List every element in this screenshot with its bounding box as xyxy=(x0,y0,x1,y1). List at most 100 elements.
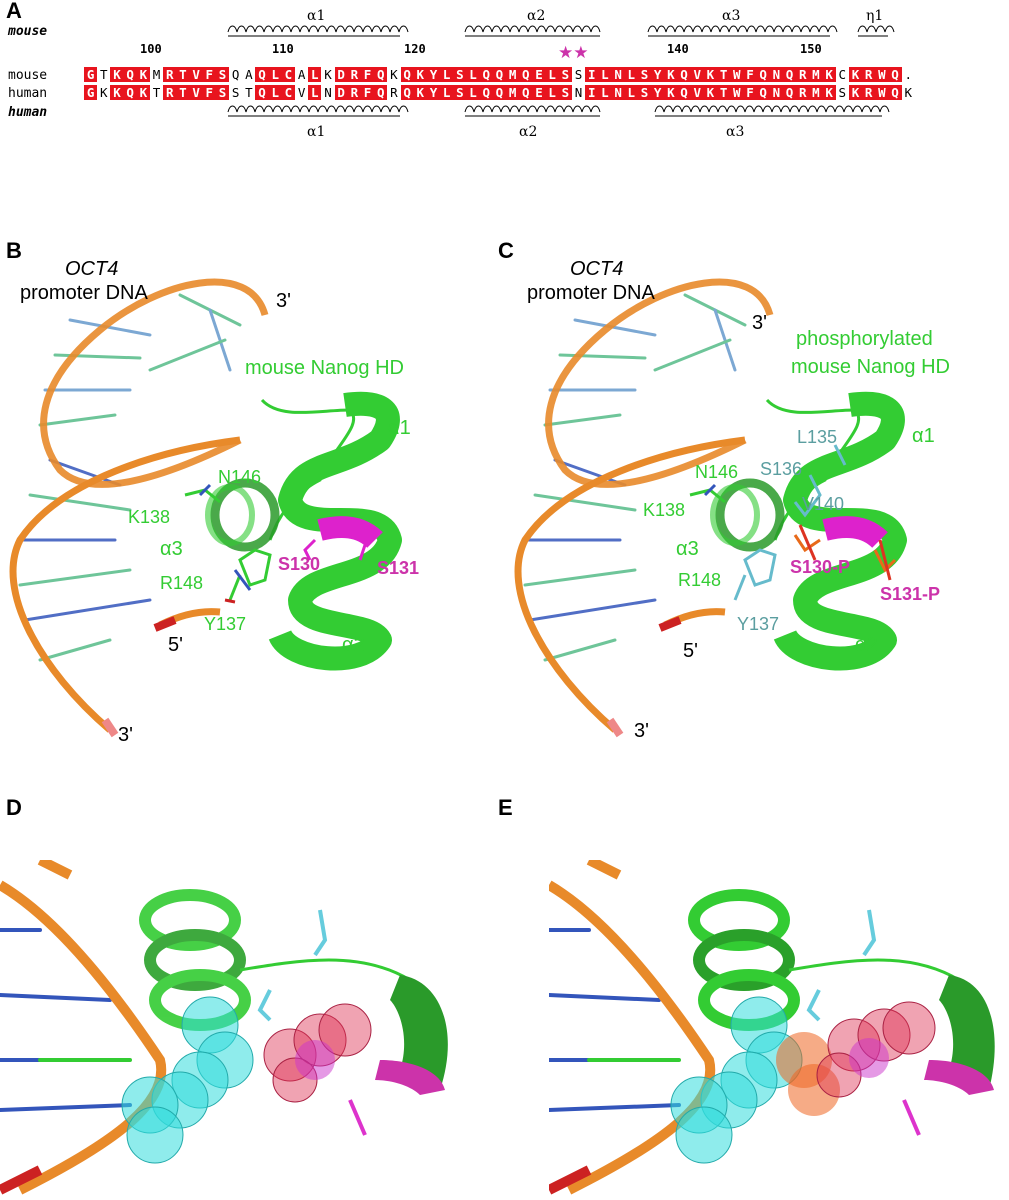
panel-label-d: D xyxy=(6,795,22,820)
bottom-ss-alpha2: α2 xyxy=(519,124,538,140)
residue: L xyxy=(545,85,559,100)
residue: M xyxy=(506,85,520,100)
residue: R xyxy=(347,85,361,100)
residue: R xyxy=(796,85,810,100)
residue: V xyxy=(690,85,704,100)
residue: S xyxy=(838,85,847,100)
panel-c-residue-r148: R148 xyxy=(678,570,722,590)
residue: F xyxy=(202,85,216,100)
residue: M xyxy=(506,67,520,82)
phospho-site-stars: ★★ xyxy=(558,43,589,62)
panel-label-a: A xyxy=(6,0,22,23)
panel-label-c: C xyxy=(498,238,514,263)
panel-label-e: E xyxy=(498,795,513,820)
panel-b-helix-alpha3: α3 xyxy=(160,538,183,560)
panel-b-dna-3prime-top: 3' xyxy=(276,290,291,312)
residue: F xyxy=(202,67,216,82)
residue-number-120: 120 xyxy=(404,42,426,56)
bottom-ss-alpha1: α1 xyxy=(307,124,326,140)
residue: W xyxy=(875,67,889,82)
residue: W xyxy=(875,85,889,100)
residue: Q xyxy=(374,67,388,82)
panel-e-structure xyxy=(549,860,995,1195)
residue: . xyxy=(904,67,912,82)
residue: K xyxy=(390,67,398,82)
panel-c-helix-alpha2: α2 xyxy=(855,634,878,656)
panel-c-helix-alpha3: α3 xyxy=(676,538,699,560)
residue: R xyxy=(862,67,876,82)
residue: S xyxy=(558,67,572,82)
residue: Q xyxy=(519,85,533,100)
panel-b-dna-3prime-bottom: 3' xyxy=(118,724,133,746)
residue: S xyxy=(453,85,467,100)
panel-c-residue-l135: L135 xyxy=(797,427,838,447)
residue: N xyxy=(611,67,625,82)
residue: W xyxy=(730,67,744,82)
residue: R xyxy=(862,85,876,100)
residue: S xyxy=(637,85,652,100)
panel-c-dna-subtitle: promoter DNA xyxy=(527,282,655,304)
panel-b-residue-k138: K138 xyxy=(128,507,171,527)
residue: S xyxy=(215,85,230,100)
residue: R xyxy=(796,67,810,82)
panel-c-residue-s130-p: S130-P xyxy=(790,557,851,577)
residue: K xyxy=(848,67,863,82)
residue: Q xyxy=(123,67,137,82)
top-ss-alpha2: α2 xyxy=(527,8,546,24)
residue: Q xyxy=(255,85,269,100)
residue: L xyxy=(624,67,638,82)
panel-c-dna-5prime: 5' xyxy=(683,640,698,662)
residue: G xyxy=(84,85,98,100)
residue: E xyxy=(532,85,546,100)
residue: V xyxy=(297,85,306,100)
panel-c-residue-v140: V140 xyxy=(802,494,845,514)
residue: D xyxy=(334,67,348,82)
residue: Q xyxy=(756,85,770,100)
panel-b-protein-label: mouse Nanog HD xyxy=(245,357,404,379)
residue: Q xyxy=(123,85,137,100)
residue: C xyxy=(281,85,295,100)
residue: M xyxy=(809,67,823,82)
residue: Q xyxy=(479,67,493,82)
residue: N xyxy=(769,67,783,82)
residue: D xyxy=(334,85,348,100)
panel-c-residue-k138: K138 xyxy=(643,500,686,520)
residue: L xyxy=(545,67,559,82)
residue: T xyxy=(717,67,731,82)
residue: Q xyxy=(519,67,533,82)
residue: A xyxy=(245,67,253,82)
panel-b-dna-5prime: 5' xyxy=(168,634,183,656)
residue: L xyxy=(624,85,638,100)
residue: Q xyxy=(479,85,493,100)
residue: W xyxy=(730,85,744,100)
residue: F xyxy=(743,85,757,100)
residue: I xyxy=(585,85,599,100)
panel-b-residue-y137: Y137 xyxy=(204,614,247,634)
residue: Q xyxy=(231,67,240,82)
panel-b-dna-title: OCT4 xyxy=(65,258,119,280)
residue: V xyxy=(690,67,704,82)
residue-number-110: 110 xyxy=(272,42,294,56)
residue: L xyxy=(598,67,612,82)
residue: K xyxy=(664,85,678,100)
residue: I xyxy=(585,67,599,82)
residue: Q xyxy=(888,67,902,82)
residue: F xyxy=(743,67,757,82)
residue: R xyxy=(347,67,361,82)
residue: K xyxy=(703,85,717,100)
residue: L xyxy=(466,85,480,100)
panel-b-residue-s130: S130 xyxy=(278,554,321,574)
residue: Q xyxy=(400,67,414,82)
residue: Q xyxy=(400,85,414,100)
residue: N xyxy=(574,85,583,100)
residue: M xyxy=(152,67,161,82)
residue: N xyxy=(324,85,332,100)
residue-number-100: 100 xyxy=(140,42,162,56)
residue: C xyxy=(281,67,295,82)
bottom-species-label: human xyxy=(8,105,48,120)
residue: Q xyxy=(374,85,388,100)
residue: Y xyxy=(651,67,665,82)
panel-label-b: B xyxy=(6,238,22,263)
residue: K xyxy=(822,85,836,100)
